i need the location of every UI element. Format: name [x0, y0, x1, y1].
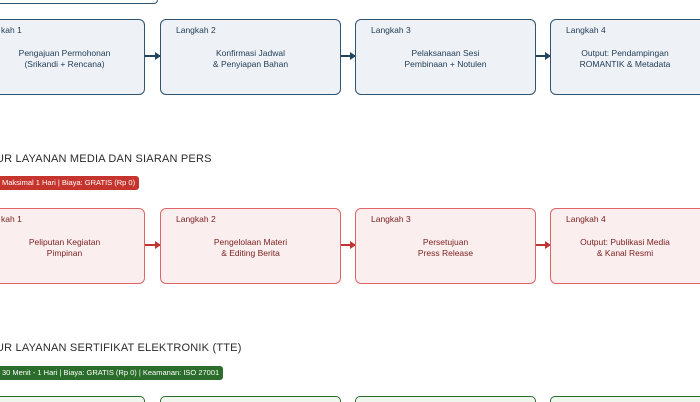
tte-step-2-edge	[160, 396, 341, 402]
step-description: Pengajuan Permohonan (Srikandi + Rencana…	[18, 48, 111, 69]
step-description: Output: Pendampingan ROMANTIK & Metadata	[579, 48, 671, 69]
flow-arrow	[536, 241, 551, 249]
step-label: Langkah 4	[566, 25, 606, 35]
step-description: Pelaksanaan Sesi Pembinaan + Notulen	[404, 48, 487, 69]
flow-arrow	[536, 52, 551, 60]
media-step-2: Langkah 2 Pengelolaan Materi & Editing B…	[160, 208, 341, 284]
step-description: Persetujuan Press Release	[417, 237, 474, 258]
badge-tte: 30 Menit - 1 Hari | Biaya: GRATIS (Rp 0)…	[0, 366, 224, 380]
step-label: Langkah 2	[176, 214, 216, 224]
flow-step-3: Langkah 3 Pelaksanaan Sesi Pembinaan + N…	[355, 19, 536, 95]
media-step-4: Langkah 4 Output: Publikasi Media & Kana…	[550, 208, 700, 284]
flow-arrow	[341, 241, 356, 249]
media-step-1: kah 1 Peliputan Kegiatan Pimpinan	[0, 208, 145, 284]
badge-media: Maksimal 1 Hari | Biaya: GRATIS (Rp 0)	[0, 176, 140, 190]
flow-step-1: kah 1 Pengajuan Permohonan (Srikandi + R…	[0, 19, 145, 95]
flow-step-4: Langkah 4 Output: Pendampingan ROMANTIK …	[550, 19, 700, 95]
tte-step-1-edge	[0, 396, 145, 402]
media-step-3: Langkah 3 Persetujuan Press Release	[355, 208, 536, 284]
previous-flow-box-edge	[0, 0, 158, 4]
step-label: Langkah 3	[371, 25, 411, 35]
step-description: Output: Publikasi Media & Kanal Resmi	[580, 237, 670, 258]
step-label: Langkah 2	[176, 25, 216, 35]
flow-step-2: Langkah 2 Konfirmasi Jadwal & Penyiapan …	[160, 19, 341, 95]
step-description: Peliputan Kegiatan Pimpinan	[28, 237, 101, 258]
flow-arrow	[145, 52, 161, 60]
flow-arrow	[341, 52, 356, 60]
step-label: kah 1	[1, 25, 22, 35]
step-label: Langkah 4	[566, 214, 606, 224]
step-description: Pengelolaan Materi & Editing Berita	[213, 237, 288, 258]
step-description: Konfirmasi Jadwal & Penyiapan Bahan	[212, 48, 289, 69]
section-title-tte: UR LAYANAN SERTIFIKAT ELEKTRONIK (TTE)	[0, 342, 242, 354]
flow-arrow	[145, 241, 161, 249]
tte-step-4-edge	[550, 396, 700, 402]
step-label: Langkah 3	[371, 214, 411, 224]
step-label: kah 1	[1, 214, 22, 224]
section-title-media: UR LAYANAN MEDIA DAN SIARAN PERS	[0, 153, 212, 165]
tte-step-3-edge	[355, 396, 536, 402]
